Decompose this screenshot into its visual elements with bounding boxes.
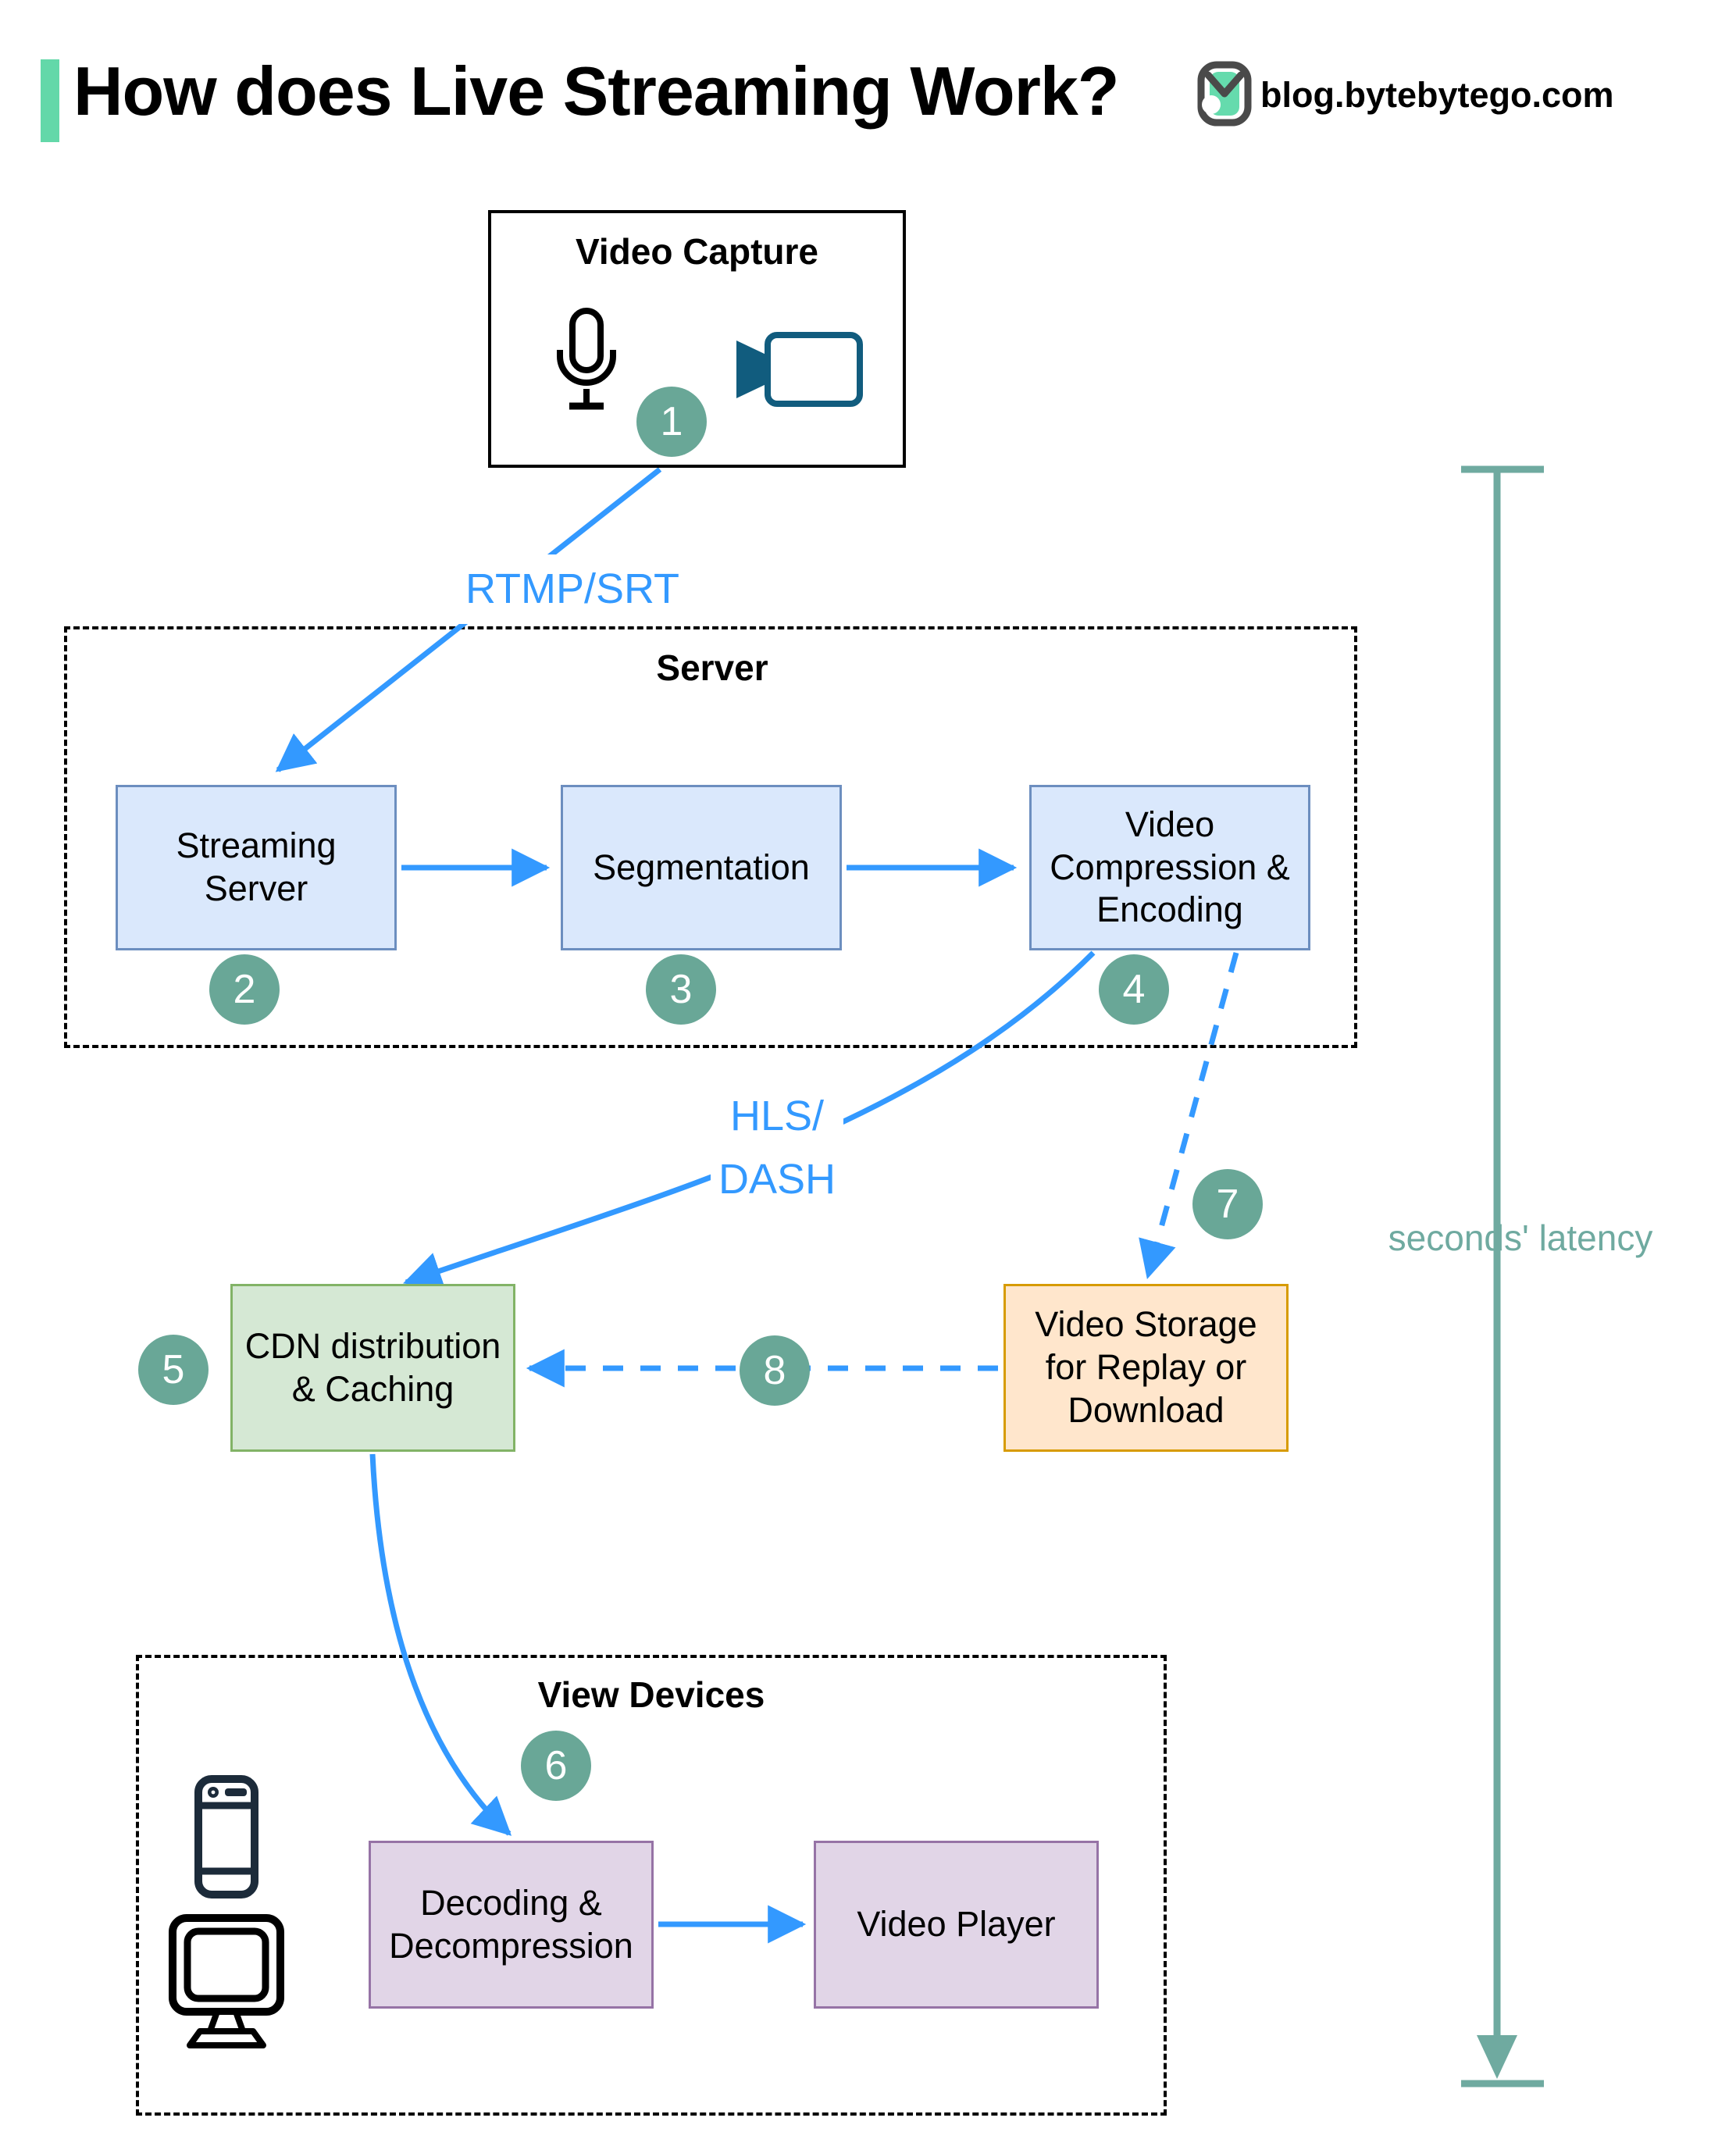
video-capture-title: Video Capture <box>576 231 818 272</box>
smartphone-icon <box>194 1774 259 1903</box>
hls-label-line2: DASH <box>718 1156 836 1203</box>
step-4-badge: 4 <box>1099 954 1169 1025</box>
rtmp-label: RTMP/SRT <box>457 554 688 624</box>
monitor-icon <box>168 1913 285 2054</box>
hls-dash-label: HLS/ DASH <box>710 1082 844 1214</box>
step-6-badge: 6 <box>521 1731 591 1801</box>
cdn-box: CDN distribution & Caching <box>230 1284 515 1452</box>
video-storage-box: Video Storage for Replay or Download <box>1003 1284 1289 1452</box>
hls-label-line1: HLS/ <box>729 1093 825 1139</box>
step-1-badge: 1 <box>636 387 707 457</box>
decoding-box: Decoding & Decompression <box>369 1841 654 2009</box>
title-accent-bar <box>41 59 59 142</box>
streaming-server-box: Streaming Server <box>116 785 397 950</box>
bytebytego-logo-icon <box>1196 61 1253 127</box>
microphone-icon <box>551 306 622 419</box>
step-8-badge: 8 <box>740 1335 810 1406</box>
step-7-badge: 7 <box>1192 1169 1263 1239</box>
video-camera-icon <box>729 330 865 412</box>
segmentation-box: Segmentation <box>561 785 842 950</box>
site-url: blog.bytebytego.com <box>1260 75 1614 115</box>
video-player-box: Video Player <box>814 1841 1099 2009</box>
view-devices-group-title: View Devices <box>537 1674 765 1715</box>
view-devices-group-box <box>136 1655 1167 2116</box>
step-3-badge: 3 <box>646 954 716 1025</box>
latency-label: seconds' latency <box>1388 1218 1653 1258</box>
server-group-title: Server <box>656 647 768 688</box>
page-title: How does Live Streaming Work? <box>73 52 1120 130</box>
video-compression-box: Video Compression & Encoding <box>1029 785 1310 950</box>
step-5-badge: 5 <box>138 1335 209 1405</box>
latency-arrowhead <box>1477 2035 1517 2079</box>
step-2-badge: 2 <box>209 954 280 1025</box>
